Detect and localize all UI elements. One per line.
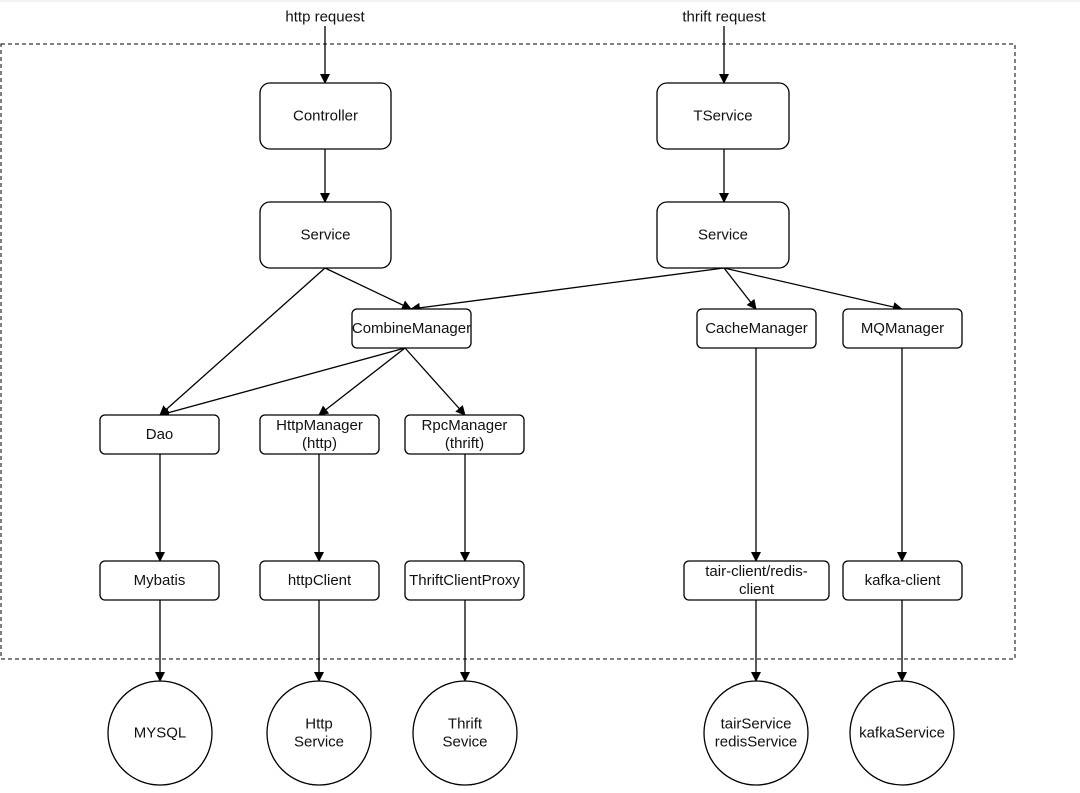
http-manager-line-2: (http) bbox=[302, 435, 337, 452]
input-http-request-label: http request bbox=[285, 9, 365, 26]
tair-redis-service-line-2: redisService bbox=[715, 734, 798, 751]
inputs-layer: http request thrift request bbox=[285, 9, 766, 26]
http-manager-box bbox=[259, 414, 380, 455]
combine-manager-box bbox=[351, 308, 472, 349]
node-mq-manager: MQManager bbox=[842, 308, 963, 349]
http-service-circle bbox=[266, 680, 372, 786]
node-http-manager: HttpManager(http) bbox=[259, 414, 380, 455]
input-thrift-request-label: thrift request bbox=[682, 9, 766, 26]
service-left-label: Service bbox=[300, 227, 350, 244]
node-kafka-client: kafka-client bbox=[842, 560, 963, 601]
edge-service-left-to-dao bbox=[159, 267, 326, 416]
mysql-label: MYSQL bbox=[134, 725, 187, 742]
external-service-mysql: MYSQL bbox=[107, 680, 213, 786]
node-service-right: Service bbox=[656, 201, 790, 269]
http-service-line-1: Http bbox=[305, 716, 333, 733]
tair-redis-service-circle bbox=[703, 680, 809, 786]
node-controller: Controller bbox=[259, 82, 392, 150]
thrift-sevice-circle bbox=[412, 680, 518, 786]
mysql-circle bbox=[107, 680, 213, 786]
thrift-client-proxy-box bbox=[404, 560, 525, 601]
rpc-manager-line-2: (thrift) bbox=[445, 435, 484, 452]
cache-manager-label: CacheManager bbox=[705, 320, 808, 337]
dao-label: Dao bbox=[146, 426, 174, 443]
service-right-box bbox=[656, 201, 790, 269]
tair-redis-client-box bbox=[683, 560, 830, 601]
node-combine-manager: CombineManager bbox=[351, 308, 472, 349]
edge-service-right-to-mq-manager bbox=[723, 267, 903, 312]
edge-service-left-to-combine-manager bbox=[324, 267, 412, 310]
system-boundary bbox=[0, 43, 1016, 660]
controller-label: Controller bbox=[293, 108, 358, 125]
edge-service-right-to-combine-manager bbox=[410, 267, 725, 313]
rpc-manager-box bbox=[404, 414, 525, 455]
service-right-label: Service bbox=[698, 227, 748, 244]
kafka-service-label: kafkaService bbox=[859, 725, 945, 742]
node-dao: Dao bbox=[99, 414, 220, 455]
kafka-client-box bbox=[842, 560, 963, 601]
node-tair-redis-client: tair-client/redis-client bbox=[683, 560, 830, 601]
http-manager-line-1: HttpManager bbox=[276, 417, 363, 434]
node-tservice: TService bbox=[656, 82, 790, 150]
edge-combine-manager-to-dao bbox=[159, 347, 406, 418]
tservice-box bbox=[656, 82, 790, 150]
tair-redis-service-line-1: tairService bbox=[721, 716, 792, 733]
http-service-line-2: Service bbox=[294, 734, 344, 751]
thrift-sevice-line-1: Thrift bbox=[448, 716, 483, 733]
mybatis-label: Mybatis bbox=[134, 572, 186, 589]
edge-combine-manager-to-rpc-manager bbox=[404, 347, 466, 416]
tair-redis-client-line-1: tair-client/redis- bbox=[705, 563, 808, 580]
combine-manager-label: CombineManager bbox=[352, 320, 471, 337]
thrift-client-proxy-label: ThriftClientProxy bbox=[409, 572, 520, 589]
kafka-service-circle bbox=[849, 680, 955, 786]
http-client-box bbox=[259, 560, 380, 601]
node-service-left: Service bbox=[259, 201, 392, 269]
tservice-label: TService bbox=[693, 108, 752, 125]
edge-combine-manager-to-http-manager bbox=[318, 347, 406, 416]
node-cache-manager: CacheManager bbox=[696, 308, 817, 349]
node-rpc-manager: RpcManager(thrift) bbox=[404, 414, 525, 455]
edge-service-right-to-cache-manager bbox=[723, 267, 757, 310]
mq-manager-box bbox=[842, 308, 963, 349]
controller-box bbox=[259, 82, 392, 150]
thrift-sevice-line-2: Sevice bbox=[442, 734, 487, 751]
http-client-label: httpClient bbox=[288, 572, 352, 589]
mq-manager-label: MQManager bbox=[861, 320, 944, 337]
rpc-manager-line-1: RpcManager bbox=[422, 417, 508, 434]
service-left-box bbox=[259, 201, 392, 269]
external-service-kafka-service: kafkaService bbox=[849, 680, 955, 786]
mybatis-box bbox=[99, 560, 220, 601]
dao-box bbox=[99, 414, 220, 455]
node-thrift-client-proxy: ThriftClientProxy bbox=[404, 560, 525, 601]
cache-manager-box bbox=[696, 308, 817, 349]
edges-layer bbox=[155, 26, 907, 682]
node-http-client: httpClient bbox=[259, 560, 380, 601]
kafka-client-label: kafka-client bbox=[865, 572, 942, 589]
tair-redis-client-line-2: client bbox=[739, 581, 775, 598]
node-mybatis: Mybatis bbox=[99, 560, 220, 601]
